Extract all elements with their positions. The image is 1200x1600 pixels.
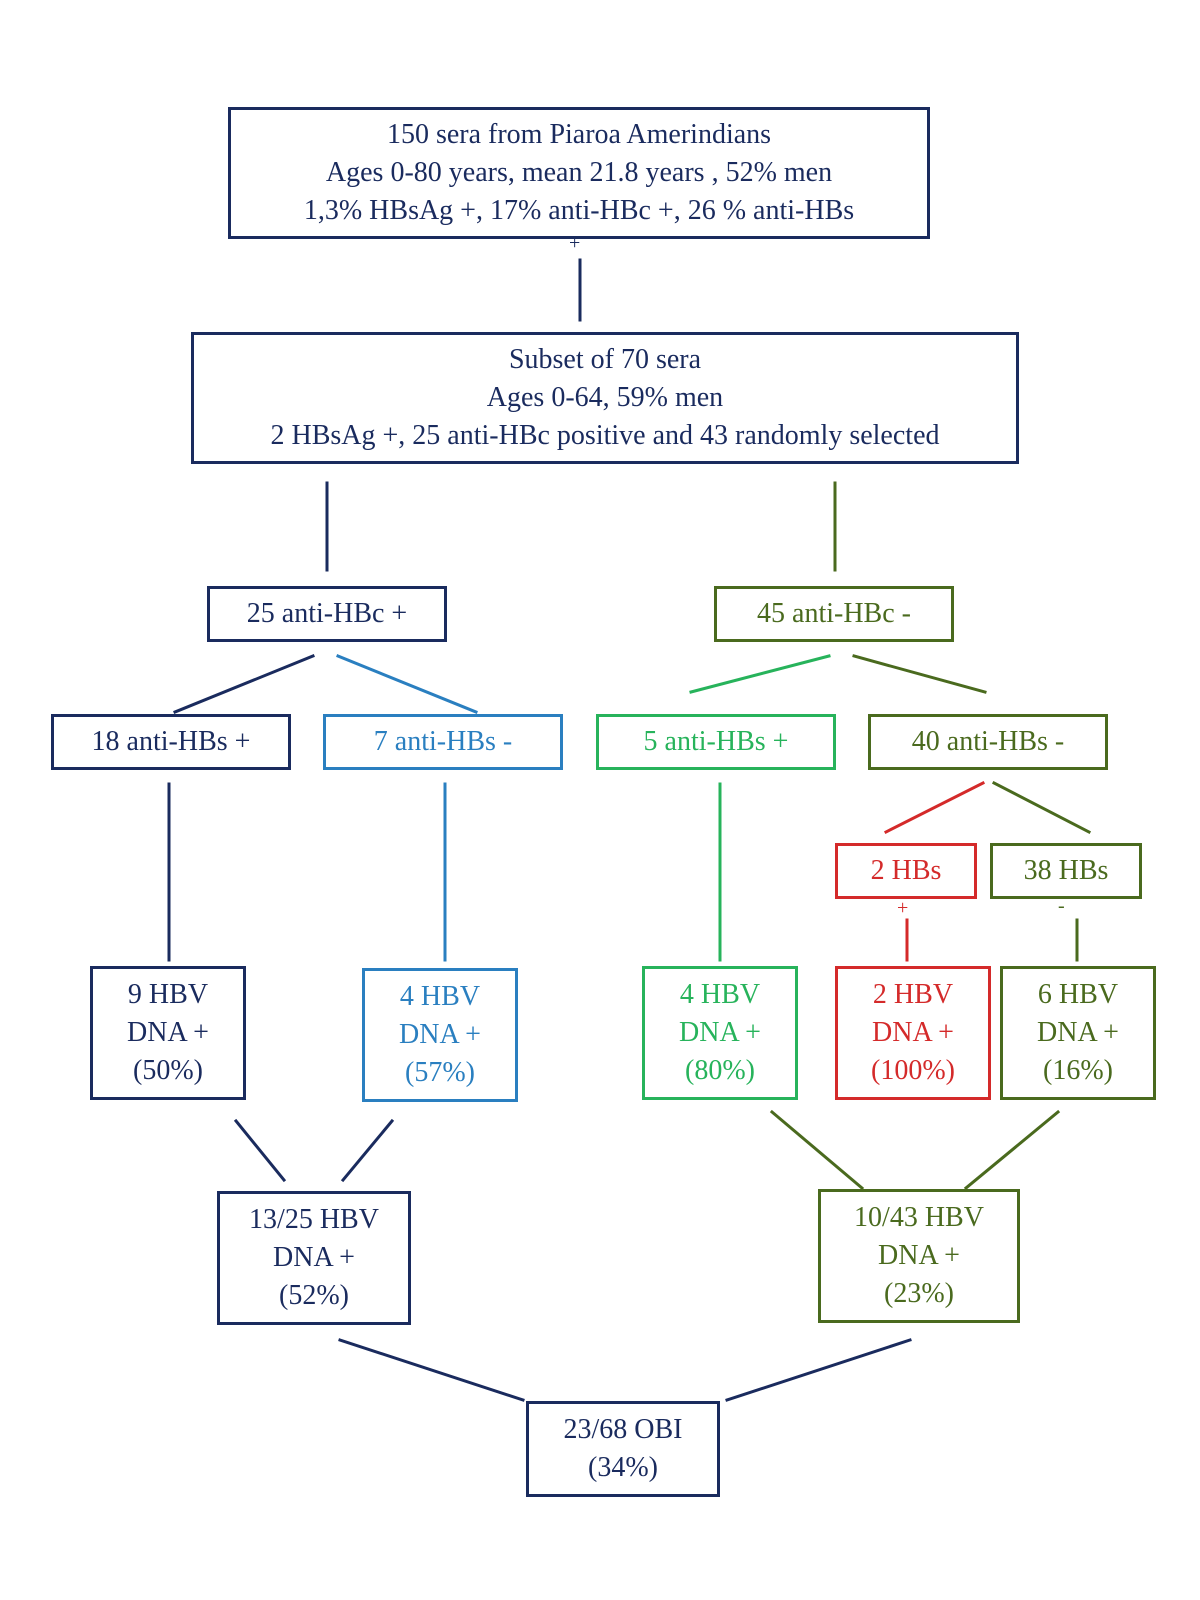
box-subset-sera: Subset of 70 sera Ages 0-64, 59% men 2 H…	[191, 332, 1019, 464]
box-text-line: DNA +	[878, 1240, 960, 1271]
box-text-line: 2 HBs	[870, 855, 942, 886]
box-anti-hbs-positive-5: 5 anti-HBs +	[596, 714, 836, 770]
box-text-line: (80%)	[685, 1055, 755, 1086]
connector-left-total-obi	[338, 1338, 525, 1402]
box-text-line: (100%)	[871, 1055, 955, 1086]
box-text-line: DNA +	[127, 1017, 209, 1048]
box-text-line: 4 HBV	[679, 979, 761, 1010]
box-anti-hbs-positive-18: 18 anti-HBs +	[51, 714, 291, 770]
box-text-line: (16%)	[1043, 1055, 1113, 1086]
box-text-line: DNA +	[273, 1242, 355, 1273]
box-text-line: (57%)	[405, 1057, 475, 1088]
box-text-line: DNA +	[872, 1017, 954, 1048]
box-text-line: DNA +	[1037, 1017, 1119, 1048]
box-total-sera: 150 sera from Piaroa Amerindians Ages 0-…	[228, 107, 930, 239]
box-text-line: Ages 0-80 years, mean 21.8 years , 52% m…	[325, 157, 833, 188]
box-text-line: 9 HBV	[127, 979, 209, 1010]
plus-marker-hbs2: +	[897, 897, 909, 919]
connector-dna4-blue-left-total	[340, 1118, 395, 1183]
box-left-total-hbv-dna: 13/25 HBV DNA + (52%)	[217, 1191, 411, 1325]
box-text-line: 2 HBsAg +, 25 anti-HBc positive and 43 r…	[270, 420, 940, 451]
box-text-line: DNA +	[399, 1019, 481, 1050]
connector-hbcneg-hbs5	[689, 654, 831, 694]
box-text-line: 45 anti-HBc -	[757, 598, 911, 629]
box-obi-total: 23/68 OBI (34%)	[526, 1401, 720, 1497]
connector-dna6-right-total	[963, 1109, 1061, 1191]
box-anti-hbs-negative-40: 40 anti-HBs -	[868, 714, 1108, 770]
box-hbv-dna-2: 2 HBV DNA + (100%)	[835, 966, 991, 1100]
box-hbv-dna-6: 6 HBV DNA + (16%)	[1000, 966, 1156, 1100]
box-text-line: 23/68 OBI	[563, 1414, 683, 1445]
box-text-line: (52%)	[279, 1280, 349, 1311]
box-right-total-hbv-dna: 10/43 HBV DNA + (23%)	[818, 1189, 1020, 1323]
box-hbv-dna-4-blue: 4 HBV DNA + (57%)	[362, 968, 518, 1102]
box-text-line: Ages 0-64, 59% men	[486, 382, 724, 413]
box-text-line: 38 HBs	[1023, 855, 1109, 886]
box-hbv-dna-4-green: 4 HBV DNA + (80%)	[642, 966, 798, 1100]
box-anti-hbc-negative: 45 anti-HBc -	[714, 586, 954, 642]
box-text-line: (34%)	[588, 1452, 658, 1483]
box-anti-hbc-positive: 25 anti-HBc +	[207, 586, 447, 642]
box-text-line: 4 HBV	[399, 981, 481, 1012]
box-text-line: 40 anti-HBs -	[911, 726, 1065, 757]
connector-hbs40-hbs2	[883, 780, 986, 835]
box-text-line: 18 anti-HBs +	[91, 726, 251, 757]
box-text-line: 13/25 HBV	[249, 1204, 379, 1235]
plus-marker-top: +	[569, 232, 581, 254]
box-hbs-2: 2 HBs	[835, 843, 977, 899]
box-text-line: DNA +	[679, 1017, 761, 1048]
box-anti-hbs-negative-7: 7 anti-HBs -	[323, 714, 563, 770]
connector-right-total-obi	[725, 1338, 912, 1402]
box-text-line: 25 anti-HBc +	[246, 598, 408, 629]
connector-hbs40-hbs38	[991, 780, 1092, 835]
connector-hbcneg-hbs40	[852, 654, 987, 694]
connector-dna4-green-right-total	[769, 1109, 865, 1191]
box-text-line: Subset of 70 sera	[508, 344, 702, 375]
box-text-line: 7 anti-HBs -	[373, 726, 513, 757]
box-text-line: 150 sera from Piaroa Amerindians	[386, 119, 772, 150]
box-text-line: 2 HBV	[872, 979, 954, 1010]
box-text-line: 5 anti-HBs +	[643, 726, 789, 757]
connector-dna9-left-total	[233, 1118, 287, 1183]
minus-marker-hbs38: -	[1058, 895, 1065, 917]
box-text-line: (23%)	[884, 1278, 954, 1309]
box-text-line: 6 HBV	[1037, 979, 1119, 1010]
box-hbs-38: 38 HBs	[990, 843, 1142, 899]
connector-hbcpos-hbs7	[336, 654, 478, 714]
connector-hbcpos-hbs18	[173, 654, 315, 714]
box-text-line: 1,3% HBsAg +, 17% anti-HBc +, 26 % anti-…	[303, 195, 855, 226]
box-text-line: 10/43 HBV	[854, 1202, 984, 1233]
box-text-line: (50%)	[133, 1055, 203, 1086]
box-hbv-dna-9: 9 HBV DNA + (50%)	[90, 966, 246, 1100]
